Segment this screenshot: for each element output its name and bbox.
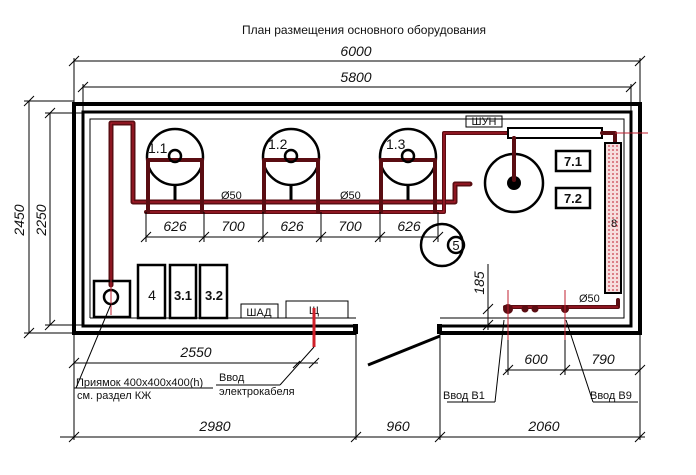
pipe-diameter-label: Ø50 (579, 293, 600, 305)
shch-panel: Щ (285, 300, 349, 319)
dim-overall-width: 6000 (68, 43, 646, 105)
dim-tank-spacing: 626 700 626 700 626 (140, 212, 444, 243)
svg-text:5: 5 (452, 238, 459, 253)
equipment-3-2: 3.2 (198, 263, 229, 320)
svg-text:Ввод: Ввод (219, 372, 245, 384)
drawing-title: План размещения основного оборудования (242, 23, 486, 37)
tank-1-1: 1.1 (145, 127, 205, 214)
svg-text:626: 626 (163, 218, 187, 234)
svg-text:8: 8 (611, 218, 617, 230)
equipment-8-heater: 8 (604, 142, 622, 294)
equipment-7-2: 7.2 (554, 186, 592, 210)
svg-text:790: 790 (591, 351, 615, 367)
svg-text:2550: 2550 (179, 344, 211, 360)
dim-2550: 2550 (68, 333, 320, 440)
dim-inlet-spacing: 600 790 (502, 333, 646, 440)
callout-inlet-b9: Ввод В9 (565, 319, 638, 403)
dim-2450-label: 2450 (11, 204, 27, 236)
equipment-7-1: 7.1 (554, 149, 592, 173)
svg-text:600: 600 (524, 351, 548, 367)
equipment-3-1: 3.1 (168, 263, 198, 320)
svg-text:электрокабеля: электрокабеля (219, 386, 295, 398)
pipe-diameter-label: Ø50 (221, 190, 242, 202)
svg-text:см. раздел КЖ: см. раздел КЖ (77, 390, 151, 402)
svg-text:626: 626 (280, 218, 304, 234)
callout-sump-pit: Приямок 400x400x400(h) см. раздел КЖ (74, 303, 213, 402)
dim-inner-width: 5800 (77, 69, 637, 115)
svg-text:7.1: 7.1 (564, 154, 582, 169)
equipment-4: 4 (136, 263, 167, 320)
dim-inner-height: 2250 (33, 107, 85, 331)
door-leaf (367, 334, 441, 367)
dim-185: 185 (471, 264, 494, 331)
svg-text:ШАД: ШАД (246, 307, 272, 319)
svg-text:Ввод В9: Ввод В9 (590, 390, 632, 402)
svg-text:700: 700 (338, 218, 362, 234)
shad-panel: ШАД (240, 303, 279, 319)
svg-text:1.1: 1.1 (148, 140, 168, 156)
callout-cable-entry: Ввод электрокабеля (216, 346, 315, 398)
container-walls (72, 102, 642, 440)
shun-panel: ШУН (465, 115, 503, 128)
svg-text:2980: 2980 (198, 418, 230, 434)
dim-bottom-chain: 2980 960 2060 (60, 418, 646, 443)
dim-2250-label: 2250 (33, 204, 49, 236)
svg-text:Приямок 400x400x400(h): Приямок 400x400x400(h) (76, 377, 203, 389)
callout-inlet-b1: Ввод В1 (443, 319, 505, 403)
svg-text:3.2: 3.2 (205, 288, 223, 303)
equipment-5: 5 (419, 222, 466, 268)
svg-text:7.2: 7.2 (564, 191, 582, 206)
svg-text:ШУН: ШУН (471, 116, 496, 128)
tank-1-2: 1.2 (261, 127, 321, 214)
svg-text:4: 4 (148, 287, 156, 303)
dim-6000-label: 6000 (340, 43, 371, 59)
svg-text:Ввод В1: Ввод В1 (443, 390, 485, 402)
svg-text:185: 185 (471, 271, 487, 295)
dim-overall-height: 2450 (11, 95, 74, 339)
svg-text:626: 626 (397, 218, 421, 234)
svg-text:3.1: 3.1 (174, 288, 192, 303)
tank-6 (483, 136, 545, 214)
dim-5800-label: 5800 (340, 69, 371, 85)
svg-text:960: 960 (386, 418, 410, 434)
svg-text:700: 700 (221, 218, 245, 234)
pipe-diameter-label: Ø50 (340, 190, 361, 202)
tank-1-3: 1.3 (378, 127, 438, 214)
svg-text:2060: 2060 (527, 418, 559, 434)
svg-text:1.3: 1.3 (386, 136, 406, 152)
svg-text:1.2: 1.2 (268, 136, 288, 152)
